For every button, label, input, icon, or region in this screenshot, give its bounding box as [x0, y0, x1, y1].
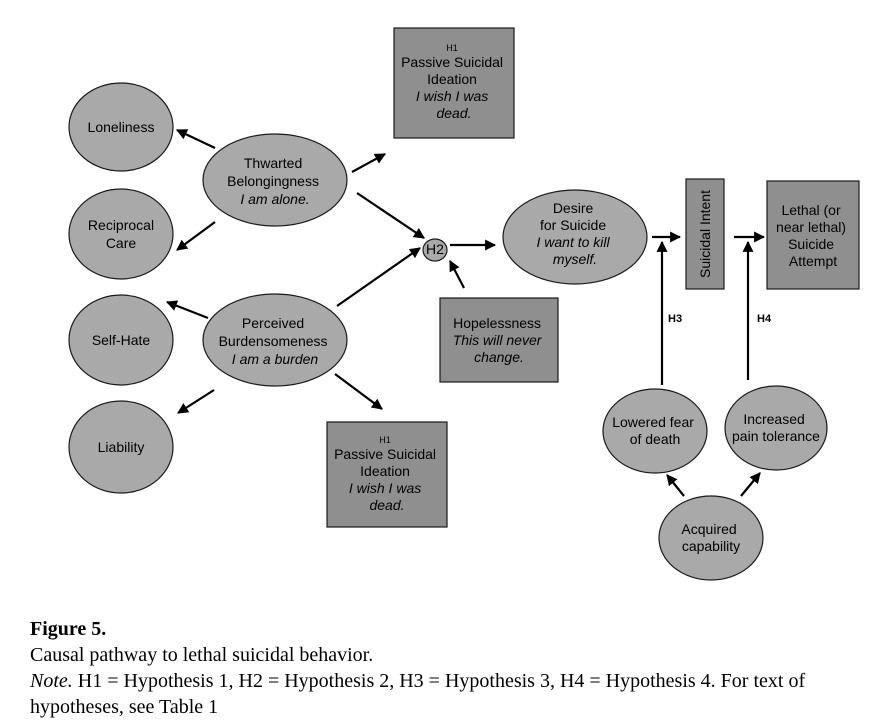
arrow-thwarted-to-h2 [356, 192, 425, 239]
h2-label: H2 [426, 241, 444, 257]
svg-text:Lowered fear of death: Lowered fear of death [612, 414, 698, 447]
liability-label: Liability [98, 439, 145, 455]
figure-note-text: H1 = Hypothesis 1, H2 = Hypothesis 2, H3… [30, 670, 806, 718]
passive-top-quote-2: dead. [436, 105, 471, 121]
svg-text:Thwarted Belongingness: Thwarted Belongingness I am alone. [227, 155, 323, 207]
reciprocal-care-label-2: Care [106, 235, 137, 251]
node-thwarted-belongingness: Thwarted Belongingness I am alone. [202, 133, 348, 227]
svg-text:Hopelessness This will n: Hopelessness This will never change. [453, 315, 546, 365]
arrow-perceived-to-h2 [336, 247, 421, 307]
svg-text:Self-Hate: Self-Hate [92, 332, 151, 348]
node-perceived-burdensomeness: Perceived Burdensomeness I am a burden [202, 293, 348, 387]
thwarted-label-2: Belongingness [227, 173, 319, 189]
desire-quote-1: I want to kill [536, 234, 610, 250]
svg-text:Acquired capability: Acquired capability [681, 521, 740, 554]
acquired-label-2: capability [682, 538, 740, 554]
svg-text:Lethal (or near lethal): Lethal (or near lethal) Suicide Attempt [776, 202, 850, 269]
h4-label: H4 [757, 313, 772, 325]
svg-text:H2: H2 [426, 241, 444, 257]
lethal-label-1: Lethal (or [781, 202, 840, 218]
desire-quote-2: myself. [553, 251, 597, 267]
svg-text:Suicidal Intent: Suicidal Intent [697, 190, 713, 278]
hopelessness-quote-1: This will never [453, 332, 543, 348]
arrows [165, 129, 766, 497]
passive-top-quote-1: I wish I was [416, 88, 488, 104]
perceived-label-1: Perceived [242, 315, 304, 331]
passive-bottom-label-2: Ideation [360, 463, 410, 479]
svg-text:H3: H3 [668, 313, 682, 325]
svg-text:H1 Passive Suicidal: H1 Passive Suicidal Ideation I wish I wa… [334, 430, 440, 513]
thwarted-label-1: Thwarted [244, 155, 302, 171]
lowered-fear-label-1: Lowered fear [612, 414, 694, 430]
loneliness-label: Loneliness [88, 119, 155, 135]
arrow-perceived-to-self-hate [165, 300, 209, 320]
lethal-label-2: near lethal) [776, 219, 846, 235]
perceived-label-2: Burdensomeness [219, 333, 328, 349]
svg-text:Liability: Liability [98, 439, 145, 455]
perceived-quote: I am a burden [232, 351, 319, 367]
passive-bottom-tag: H1 [379, 435, 391, 445]
thwarted-quote: I am alone. [240, 191, 309, 207]
figure-label: Figure 5. [30, 618, 107, 640]
arrow-thwarted-to-reciprocal-care [176, 221, 216, 251]
lowered-fear-label-2: of death [630, 431, 681, 447]
desire-label-2: for Suicide [540, 217, 606, 233]
self-hate-label: Self-Hate [92, 332, 151, 348]
svg-text:H4: H4 [757, 313, 772, 325]
svg-text:Loneliness: Loneliness [88, 119, 155, 135]
arrow-perceived-to-passive-ideation [334, 373, 383, 410]
node-lethal-attempt: Lethal (or near lethal) Suicide Attempt [766, 180, 860, 290]
hopelessness-quote-2: change. [474, 349, 524, 365]
acquired-label-1: Acquired [681, 521, 736, 537]
node-self-hate: Self-Hate [68, 294, 174, 386]
hopelessness-label: Hopelessness [453, 315, 541, 331]
node-desire-for-suicide: Desire for Suicide I want to kill myself… [502, 189, 648, 285]
node-lowered-fear: Lowered fear of death [602, 388, 708, 474]
lethal-label-3: Suicide [788, 236, 834, 252]
passive-bottom-quote-1: I wish I was [349, 480, 421, 496]
svg-text:Perceived Burdensomeness: Perceived Burdensomeness I am a burden [219, 315, 332, 367]
pain-tolerance-label-1: Increased [743, 411, 804, 427]
h3-label: H3 [668, 313, 682, 325]
svg-text:H1 Passive Suicidal: H1 Passive Suicidal Ideation I wish I wa… [401, 38, 507, 121]
figure-note: Note. H1 = Hypothesis 1, H2 = Hypothesis… [30, 668, 880, 720]
figure-note-word: Note. [30, 670, 73, 692]
svg-text:Increased pain tolerance: Increased pain tolerance [732, 411, 820, 444]
node-pain-tolerance: Increased pain tolerance [724, 385, 828, 471]
node-h2: H2 [422, 238, 448, 262]
node-passive-ideation-top: H1 Passive Suicidal Ideation I wish I wa… [393, 27, 515, 139]
desire-label-1: Desire [553, 200, 594, 216]
passive-bottom-label-1: Passive Suicidal [334, 446, 436, 462]
passive-top-label-1: Passive Suicidal [401, 54, 503, 70]
passive-bottom-quote-2: dead. [369, 497, 404, 513]
arrow-hopelessness-to-h2 [449, 260, 465, 289]
node-liability: Liability [68, 400, 174, 494]
passive-top-label-2: Ideation [427, 71, 477, 87]
node-hopelessness: Hopelessness This will never change. [439, 297, 559, 383]
arrow-thwarted-to-passive-ideation [351, 153, 386, 173]
node-loneliness: Loneliness [68, 82, 174, 172]
node-suicidal-intent: Suicidal Intent [685, 178, 725, 290]
figure-title: Causal pathway to lethal suicidal behavi… [30, 644, 374, 666]
node-acquired-capability: Acquired capability [658, 495, 764, 581]
arrow-perceived-to-liability [177, 389, 215, 414]
pain-tolerance-label-2: pain tolerance [732, 428, 820, 444]
reciprocal-care-label-1: Reciprocal [88, 217, 154, 233]
lethal-label-4: Attempt [789, 253, 837, 269]
arrow-capability-to-lowered-fear [666, 474, 685, 497]
svg-text:Desire for Suicide: Desire for Suicide I want to kill myself… [536, 200, 613, 267]
arrow-thwarted-to-loneliness [176, 129, 216, 149]
passive-top-tag: H1 [446, 43, 458, 53]
arrow-capability-to-pain-tolerance [740, 472, 761, 497]
node-passive-ideation-bottom: H1 Passive Suicidal Ideation I wish I wa… [326, 421, 448, 528]
suicidal-intent-label: Suicidal Intent [697, 190, 713, 278]
